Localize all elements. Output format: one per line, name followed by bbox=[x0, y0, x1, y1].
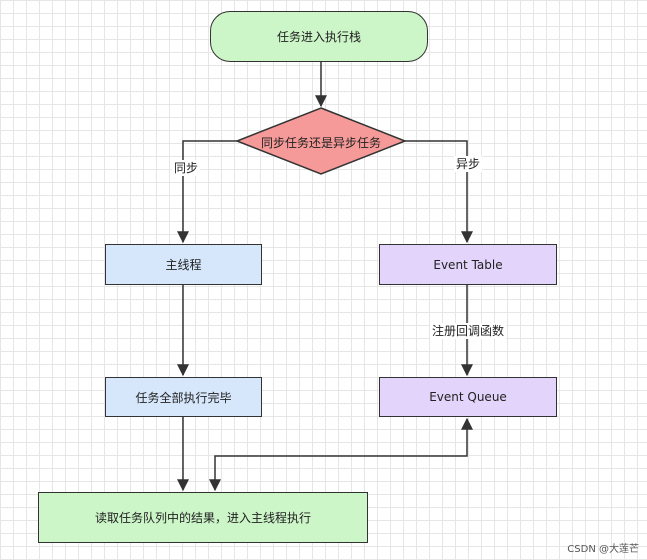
main-thread-node: 主线程 bbox=[105, 244, 262, 285]
read-queue-node: 读取任务队列中的结果，进入主线程执行 bbox=[38, 492, 368, 543]
event-queue-node-label: Event Queue bbox=[429, 390, 507, 404]
task-done-node-label: 任务全部执行完毕 bbox=[135, 390, 232, 405]
decision-diamond bbox=[234, 107, 408, 175]
edge-read-queue-event-queue bbox=[209, 417, 473, 492]
start-node: 任务进入执行栈 bbox=[210, 11, 428, 62]
event-table-node-label: Event Table bbox=[433, 257, 503, 272]
main-thread-node-label: 主线程 bbox=[165, 258, 202, 272]
register-callback-edge-label: 注册回调函数 bbox=[430, 323, 507, 339]
async-edge-label: 异步 bbox=[454, 156, 483, 172]
decision-node-label: 同步任务还是异步任务 bbox=[260, 135, 381, 150]
edge-decision-to-main-thread bbox=[177, 140, 237, 244]
start-node-label: 任务进入执行栈 bbox=[276, 30, 361, 44]
edge-decision-to-event-table bbox=[405, 140, 473, 244]
event-table-node: Event Table bbox=[379, 244, 557, 285]
read-queue-node-label: 读取任务队列中的结果，进入主线程执行 bbox=[94, 511, 311, 525]
event-queue-node: Event Queue bbox=[379, 377, 557, 417]
task-done-node: 任务全部执行完毕 bbox=[105, 377, 262, 417]
sync-edge-label: 同步 bbox=[172, 160, 201, 176]
watermark: CSDN @大莲芒 bbox=[567, 544, 639, 555]
decision-node-label-wrap: 同步任务还是异步任务 bbox=[238, 128, 404, 156]
